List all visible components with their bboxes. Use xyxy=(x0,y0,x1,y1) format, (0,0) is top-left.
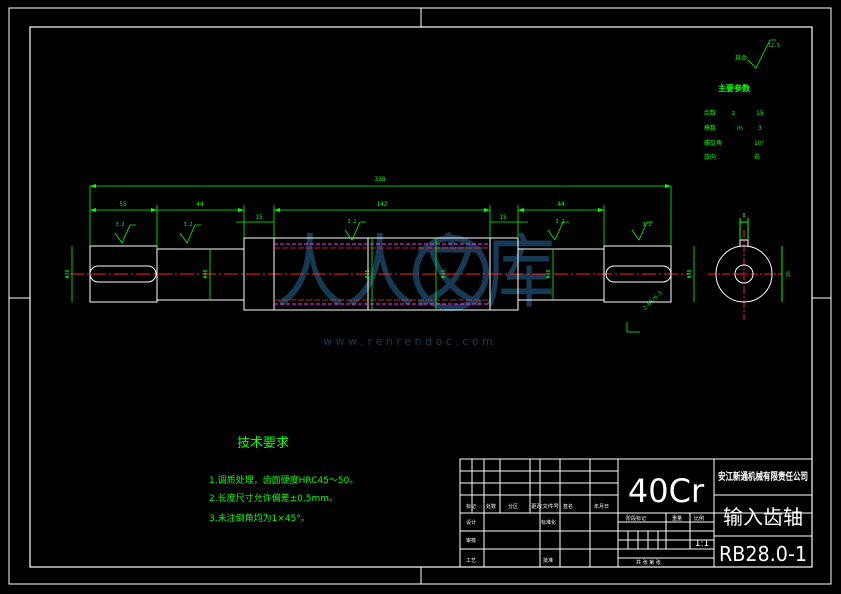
dimension-arrows xyxy=(90,184,671,212)
shaft-outline xyxy=(89,237,672,311)
arrow-142-right xyxy=(484,208,490,212)
params-heading: 主要参数 xyxy=(718,83,751,93)
tb-label-date: 年月日 xyxy=(594,503,609,510)
roughness-4 xyxy=(547,221,569,241)
roughness-text-5: 3.2 xyxy=(642,222,651,228)
arrow-55-left xyxy=(90,208,96,212)
dim-text-55: 55 xyxy=(119,201,127,208)
dim-text-dia-mid-right: Φ45 xyxy=(441,269,447,278)
section-keyway xyxy=(739,239,749,246)
dim-text-overall: 338 xyxy=(375,176,386,183)
roughness-text-rest: 12.5 xyxy=(768,43,780,49)
dim-text-15-right: 15 xyxy=(499,214,507,221)
arrow-44r-left xyxy=(518,208,524,212)
center-hole-text: 2-B3/6.3 xyxy=(642,290,663,311)
part-name-text: 输入齿轴 xyxy=(723,505,803,529)
tech-item-2: 2.长度尺寸允许偏差±0.5mm。 xyxy=(209,492,338,504)
tb-label-sign: 签名 xyxy=(563,503,573,510)
roughness-text-2: 3.2 xyxy=(183,222,192,228)
roughness-2 xyxy=(179,224,201,244)
scale-text: 1:1 xyxy=(695,539,709,549)
tech-item-3: 3.未注倒角均为1×45°。 xyxy=(209,512,310,524)
dim-text-142: 142 xyxy=(377,201,388,208)
arrow-142-left xyxy=(274,208,280,212)
tb-label-count: 处数 xyxy=(486,503,496,510)
tb-label-change-no: 更改文件号 xyxy=(531,503,559,510)
param-symbol-0: z xyxy=(732,110,735,117)
param-value-2: 10° xyxy=(754,140,765,147)
dim-text-dia-mid-left: Φ45 xyxy=(365,269,371,278)
keyway-width-text: 8 xyxy=(742,213,745,219)
arrow-44-right xyxy=(238,208,244,212)
roughness-text-1: 3.2 xyxy=(115,222,124,228)
tb-label-review: 审核 xyxy=(466,537,476,544)
dim-text-dia-right2: Φ40 xyxy=(546,269,552,278)
tb-label-standard: 标准化 xyxy=(541,519,556,526)
tb-label-zone: 分区 xyxy=(508,503,518,510)
arrow-overall-right xyxy=(665,184,671,188)
param-name-1: 模数 xyxy=(704,124,716,132)
section-inner-circle xyxy=(734,264,754,284)
param-symbol-1: m xyxy=(737,125,743,132)
company-text: 安江新通机械有限责任公司 xyxy=(718,470,808,483)
tb-label-stage: 阶段标记 xyxy=(626,515,646,522)
param-value-1: 3 xyxy=(758,125,762,132)
outer-frame xyxy=(8,7,832,585)
dim-text-dia-left2: Φ40 xyxy=(203,269,209,278)
material-text: 40Cr xyxy=(628,472,705,510)
roughness-3 xyxy=(344,221,366,241)
gear-pitch-lines xyxy=(274,243,490,305)
drawing-no-text: RB28.0-1 xyxy=(719,542,807,566)
watermark-text: 人人文库 xyxy=(275,226,555,319)
param-name-0: 齿数 xyxy=(704,109,716,117)
arrow-55-right xyxy=(151,208,157,212)
arrow-44r-right xyxy=(598,208,604,212)
tech-heading: 技术要求 xyxy=(237,436,289,451)
arrow-overall-left xyxy=(90,184,96,188)
keyway-depth-text: 26 xyxy=(786,271,792,277)
dim-text-15-left: 15 xyxy=(255,214,263,221)
dim-text-dia-left: Φ30 xyxy=(65,269,71,278)
tech-item-1: 1.调质处理，齿面硬度HRC45～50。 xyxy=(209,474,358,486)
tb-label-design: 设计 xyxy=(466,519,476,526)
roughness-1 xyxy=(114,224,136,244)
roughness-rest xyxy=(747,39,776,69)
tb-label-sheets: 共 张 第 张 xyxy=(636,559,661,566)
param-name-3: 旋向 xyxy=(704,153,716,161)
params-table: 齿数 z 15 模数 m 3 螺旋角 10° 旋向 右 xyxy=(704,109,765,161)
param-value-3: 右 xyxy=(754,153,760,161)
title-block xyxy=(459,458,813,568)
section-outer-circle xyxy=(715,245,773,303)
dimension-lines xyxy=(71,39,776,333)
section-view xyxy=(708,218,783,320)
dim-text-44-right: 44 xyxy=(557,201,565,208)
roughness-rest-label: 其余 xyxy=(735,54,747,62)
left-keyway xyxy=(89,265,157,283)
right-keyway xyxy=(605,265,672,283)
roughness-text-3: 3.2 xyxy=(347,219,356,225)
dim-text-dia-right: Φ30 xyxy=(687,269,693,278)
roughness-text-4: 3.2 xyxy=(555,219,564,225)
param-value-0: 15 xyxy=(756,110,764,117)
watermark-url: w w w . r e n r e n d o c . c o m xyxy=(323,335,493,348)
tb-label-mark: 标记 xyxy=(466,503,476,510)
roughness-5 xyxy=(631,221,653,241)
tb-label-process: 工艺 xyxy=(466,558,476,564)
tb-label-scale: 比例 xyxy=(694,515,704,522)
gear-root-lines xyxy=(274,247,490,301)
tb-label-approve: 批准 xyxy=(543,557,553,564)
tb-label-weight: 重量 xyxy=(672,515,682,522)
dim-text-44-left: 44 xyxy=(196,201,204,208)
param-name-2: 螺旋角 xyxy=(704,139,722,147)
